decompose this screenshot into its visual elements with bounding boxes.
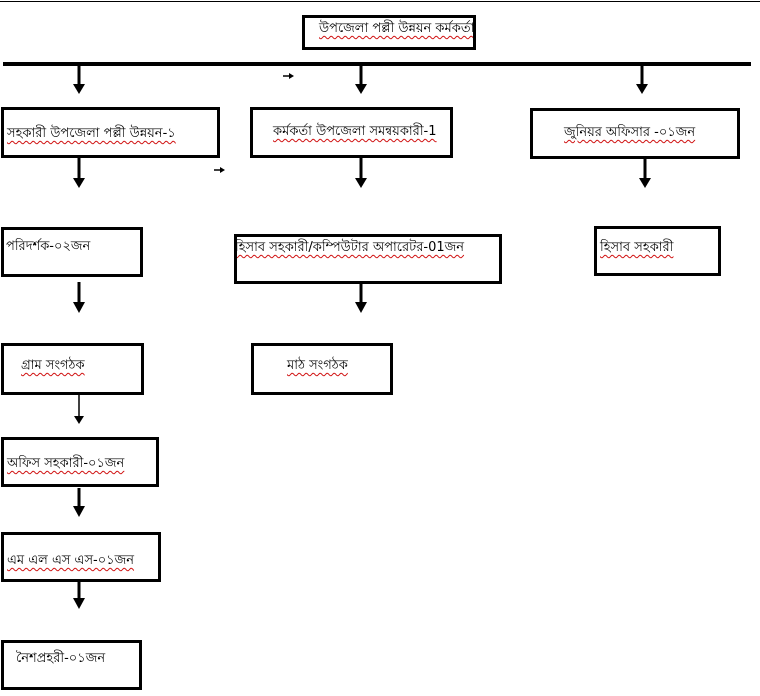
node-label: অফিস সহকারী-০১জন — [7, 456, 125, 471]
node-mlss: এম এল এস এস-০১জন — [1, 532, 161, 582]
node-label: জুনিয়র অফিসার -০১জন — [564, 125, 696, 140]
stray-arrow-head — [220, 167, 225, 173]
node-inspector: পরিদর্শক-০২জন — [1, 227, 143, 277]
node-label: গ্রাম সংগঠক — [21, 358, 85, 373]
arrow-head — [73, 302, 85, 313]
arrow-head — [73, 84, 85, 94]
node-label: হিসাব সহকারী — [600, 240, 674, 255]
page-top-border — [0, 1, 760, 2]
arrow-head — [355, 178, 367, 188]
arrow-head — [74, 416, 84, 424]
node-accounts-computer-operator: হিসাব সহকারী/কম্পিউটার অপারেটর-01জন — [234, 234, 502, 284]
connector-bar — [3, 62, 751, 66]
node-label: পরিদর্শক-০২জন — [6, 239, 91, 254]
node-village-organizer: গ্রাম সংগঠক — [1, 343, 144, 395]
node-coordinator: কর্মকর্তা উপজেলা সমন্বয়কারী-1 — [250, 107, 453, 158]
root-label: উপজেলা পল্লী উন্নয়ন কর্মকর্তা — [319, 21, 475, 36]
node-field-organizer: মাঠ সংগঠক — [251, 343, 393, 395]
node-night-guard: নৈশপ্রহরী-০১জন — [1, 640, 142, 690]
arrow-head — [73, 178, 85, 188]
node-assistant-upazila-officer: সহকারী উপজেলা পল্লী উন্নয়ন-১ — [1, 107, 220, 158]
arrow-head — [639, 178, 651, 188]
node-label: হিসাব সহকারী/কম্পিউটার অপারেটর-01জন — [235, 240, 465, 255]
arrow-head — [73, 506, 85, 517]
node-office-assistant: অফিস সহকারী-০১জন — [1, 437, 159, 487]
node-label: কর্মকর্তা উপজেলা সমন্বয়কারী-1 — [273, 124, 437, 139]
node-accounts-assistant: হিসাব সহকারী — [594, 226, 721, 276]
stray-arrow-head — [289, 73, 294, 79]
root-box: উপজেলা পল্লী উন্নয়ন কর্মকর্তা — [302, 15, 476, 50]
node-label: নৈশপ্রহরী-০১জন — [16, 651, 106, 666]
arrow-head — [636, 84, 648, 94]
arrow-head — [73, 598, 85, 609]
node-label: মাঠ সংগঠক — [287, 358, 348, 373]
arrow-head — [355, 302, 367, 313]
node-label: এম এল এস এস-০১জন — [7, 553, 135, 568]
node-label: সহকারী উপজেলা পল্লী উন্নয়ন-১ — [7, 126, 176, 141]
arrow-head — [355, 84, 367, 94]
node-junior-officer: জুনিয়র অফিসার -০১জন — [530, 108, 740, 159]
